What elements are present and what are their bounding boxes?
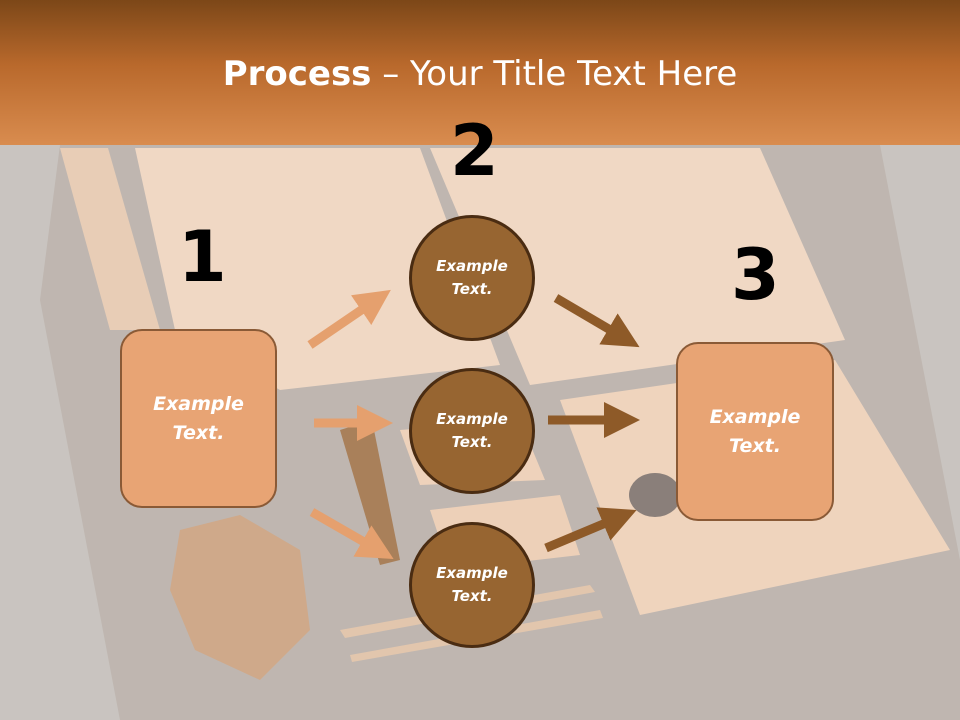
step-number-1: 1 <box>178 222 227 292</box>
step-1-text-line1: Example <box>153 393 244 415</box>
arrow-circle3-to-box3 <box>546 517 620 548</box>
arrow-box1-to-circle1 <box>310 300 376 345</box>
circle-2-text-line2: Text. <box>451 433 492 451</box>
step-3-text-line2: Text. <box>729 435 781 457</box>
step-1-text-line2: Text. <box>173 422 225 444</box>
circle-1-text-line1: Example <box>436 257 508 275</box>
step-number-2: 2 <box>450 116 499 186</box>
arrow-circle1-to-box3 <box>556 298 624 338</box>
circle-1-text-line2: Text. <box>451 280 492 298</box>
circle-3-text-line1: Example <box>436 564 508 582</box>
circle-2-text-line1: Example <box>436 410 508 428</box>
step-3-text-line1: Example <box>710 406 801 428</box>
circle-3-text-line2: Text. <box>451 587 492 605</box>
step-number-3: 3 <box>731 240 780 310</box>
arrow-box1-to-circle3 <box>312 512 378 550</box>
